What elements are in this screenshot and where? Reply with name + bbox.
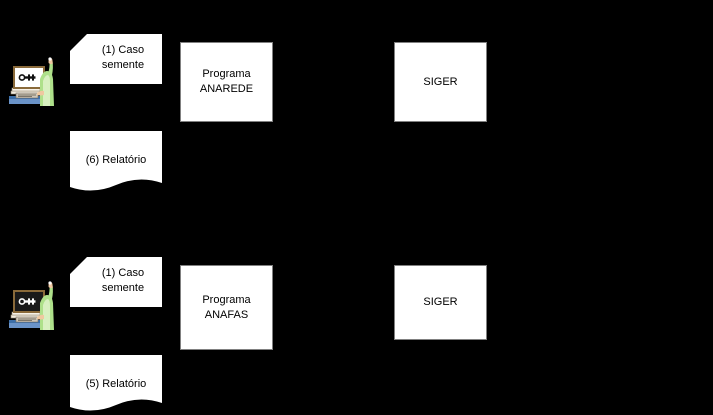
user-at-computer-icon xyxy=(7,57,59,107)
seed-case-shape-anafas: (1) Caso semente xyxy=(70,257,162,307)
report-document-anarede: (6) Relatório xyxy=(70,131,162,195)
program-box-anarede: Programa ANAREDE xyxy=(180,42,273,122)
system-label: SIGER xyxy=(423,296,458,309)
seed-case-shape-anarede: (1) Caso semente xyxy=(70,34,162,84)
program-label: Programa ANAFAS xyxy=(202,293,251,321)
program-label: Programa ANAREDE xyxy=(199,68,254,95)
program-box-anafas: Programa ANAFAS xyxy=(180,265,273,350)
seed-case-label: (1) Caso semente xyxy=(101,267,145,294)
system-box-siger-anarede: SIGER xyxy=(394,42,487,122)
system-box-siger-anafas: SIGER xyxy=(394,265,487,340)
system-label: SIGER xyxy=(423,75,458,88)
seed-case-label: (1) Caso semente xyxy=(101,44,145,71)
report-document-anafas: (5) Relatório xyxy=(70,355,162,415)
user-at-computer-icon xyxy=(7,281,59,331)
